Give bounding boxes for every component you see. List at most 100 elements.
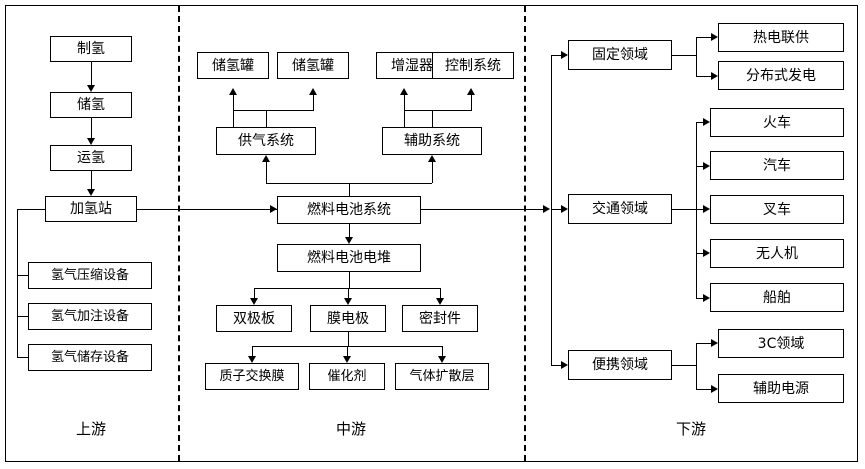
connector-bus-stationary-h [551,55,561,56]
connector-membrane-down [348,332,349,346]
node-gas-supply-system[interactable]: 供气系统 [216,127,316,155]
node-train[interactable]: 火车 [710,108,844,137]
arrowhead-fuel-cell-stack [345,237,353,244]
node-chp[interactable]: 热电联供 [718,23,844,52]
node-catalyst[interactable]: 催化剂 [309,363,385,390]
node-membrane-electrode[interactable]: 膜电极 [310,305,386,332]
arrowhead-3c-field [711,339,718,347]
node-auxiliary-system[interactable]: 辅助系统 [382,127,482,155]
arrowhead-bipolar-plate [250,298,258,305]
connector-bus-transport-h [551,209,561,210]
divider-upstream-midstream [178,6,180,461]
node-3c-field[interactable]: 3C领域 [718,329,844,358]
arrowhead-forklift [703,205,710,213]
arrowhead-yunqing [87,138,95,145]
connector-to-auxiliary-v [432,162,433,183]
caption-downstream: 下游 [675,420,706,438]
connector-portable-out [672,365,696,366]
connector-zhiqing-chuqing [91,62,92,85]
node-yunqing[interactable]: 运氢 [50,145,132,171]
connector-transport-uav [696,253,703,254]
arrowhead-transport-field [561,205,568,213]
arrowhead-catalyst [343,356,351,363]
node-hydrogen-storage-equipment[interactable]: 氢气储存设备 [28,344,152,371]
node-ship[interactable]: 船舶 [710,283,844,312]
connector-stack-down [349,272,350,288]
arrowhead-auxiliary-power [711,385,718,393]
node-fuel-cell-system[interactable]: 燃料电池系统 [277,196,421,224]
divider-midstream-downstream [524,6,526,461]
connector-seal-v [440,288,441,298]
node-chuqing[interactable]: 储氢 [50,92,132,118]
connector-system-up [349,183,350,196]
arrowhead-proton-exchange-membrane [248,356,256,363]
connector-bus-storage [17,357,28,358]
node-bipolar-plate[interactable]: 双极板 [216,305,292,332]
arrowhead-uav [703,249,710,257]
connector-to-gassupply-v [266,162,267,183]
connector-stationary-chp [696,37,711,38]
node-hydrogen-tank-2[interactable]: 储氢罐 [277,52,349,79]
arrowhead-auxiliary-system [428,155,436,162]
node-auxiliary-power[interactable]: 辅助电源 [718,374,844,403]
connector-bus-portable-h [551,365,561,366]
connector-stationary-out [672,55,696,56]
connector-portable-3c [696,343,711,344]
connector-stationary-bus [696,37,697,76]
connector-gassupply-up [266,110,267,127]
connector-bipolar-v [254,288,255,298]
node-gas-diffusion-layer[interactable]: 气体扩散层 [395,363,489,390]
arrowhead-distributed-generation [711,72,718,80]
connector-bus-filling [17,316,28,317]
node-fuel-cell-stack[interactable]: 燃料电池电堆 [277,244,421,272]
node-transport-field[interactable]: 交通领域 [568,194,672,224]
connector-transport-bus [696,122,697,298]
arrowhead-downstream-bus [543,205,550,213]
connector-gdl-v [442,346,443,356]
node-hydrogen-compression-equipment[interactable]: 氢气压缩设备 [28,262,152,289]
node-portable-field[interactable]: 便携领域 [568,350,672,380]
connector-system-downstream [421,209,543,210]
connector-transport-train [696,122,703,123]
node-distributed-generation[interactable]: 分布式发电 [718,61,844,90]
node-zhiqing[interactable]: 制氢 [50,36,132,62]
node-car[interactable]: 汽车 [710,151,844,180]
arrowhead-gas-diffusion-layer [438,356,446,363]
arrowhead-tank2 [309,88,317,95]
connector-aux-up [432,110,433,127]
node-proton-exchange-membrane[interactable]: 质子交换膜 [205,363,299,390]
connector-gassupply-tank1-v [233,95,234,127]
node-uav[interactable]: 无人机 [710,239,844,268]
caption-upstream: 上游 [75,420,106,438]
arrowhead-tank1 [229,88,237,95]
connector-catalyst-v [347,346,348,356]
connector-transport-forklift [696,209,703,210]
connector-aux-top-h [404,110,471,111]
connector-system-stack [349,224,350,237]
connector-downstream-bus-v [551,55,552,365]
node-forklift[interactable]: 叉车 [710,195,844,224]
connector-transport-out [672,209,696,210]
connector-bus-compression [17,275,28,276]
connector-transport-car [696,166,703,167]
node-control-system[interactable]: 控制系统 [432,52,514,79]
connector-aux-control-v [471,95,472,111]
node-hydrogen-filling-equipment[interactable]: 氢气加注设备 [28,303,152,330]
arrowhead-car [703,162,710,170]
arrowhead-membrane-electrode [344,298,352,305]
node-hydrogen-tank-1[interactable]: 储氢罐 [197,52,269,79]
node-seal[interactable]: 密封件 [402,305,478,332]
connector-chuqing-yunqing [91,118,92,138]
connector-yunqing-jiaqingzhan [91,171,92,189]
connector-transport-ship [696,298,703,299]
connector-gassupply-tank2-v [313,95,314,111]
node-stationary-field[interactable]: 固定领域 [568,40,672,70]
node-jiaqingzhan[interactable]: 加氢站 [45,196,137,222]
connector-jiaqingzhan-fuelcell [137,209,277,210]
connector-components-h [254,288,440,289]
arrowhead-humidifier [400,88,408,95]
diagram-outer-frame [5,5,858,462]
connector-gassupply-tanks-h [233,110,313,111]
arrowhead-gas-supply-system [262,155,270,162]
